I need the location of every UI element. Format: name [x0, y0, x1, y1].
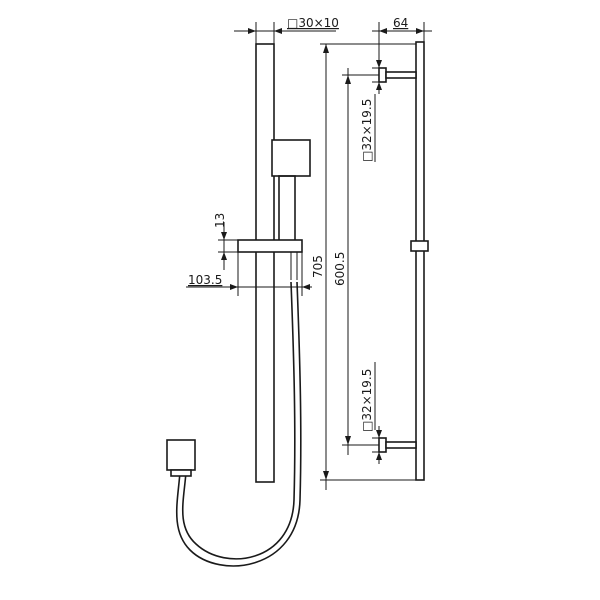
dim-bracket-spacing: 600.5 [333, 68, 379, 455]
dim-bracket-spacing-label: 600.5 [333, 252, 347, 286]
dim-bar-section-label: □30×10 [287, 16, 339, 30]
hose [175, 281, 302, 567]
dim-bar-section: □30×10 [234, 16, 339, 44]
dim-bracket-top-label: □32×19.5 [360, 99, 374, 162]
dim-rail-offset: 64 [372, 16, 432, 58]
dim-bracket-bottom: □32×19.5 [360, 362, 386, 464]
dim-handle-reach-label: 103.5 [188, 273, 222, 287]
dim-slider-height: 13 [213, 213, 238, 270]
dim-overall-height: 705 [311, 43, 416, 490]
dim-bracket-bottom-label: □32×19.5 [360, 369, 374, 432]
dim-rail-offset-label: 64 [393, 16, 408, 30]
dim-overall-height-label: 705 [311, 255, 325, 278]
main-bar [255, 43, 275, 483]
dim-slider-height-label: 13 [213, 213, 227, 228]
slider-bracket [237, 239, 303, 280]
shower-head [271, 139, 311, 243]
dim-handle-reach: 103.5 [186, 252, 312, 296]
wall-elbow [166, 439, 196, 477]
side-view-rail [378, 41, 429, 481]
dim-bracket-top: □32×19.5 [360, 56, 386, 162]
